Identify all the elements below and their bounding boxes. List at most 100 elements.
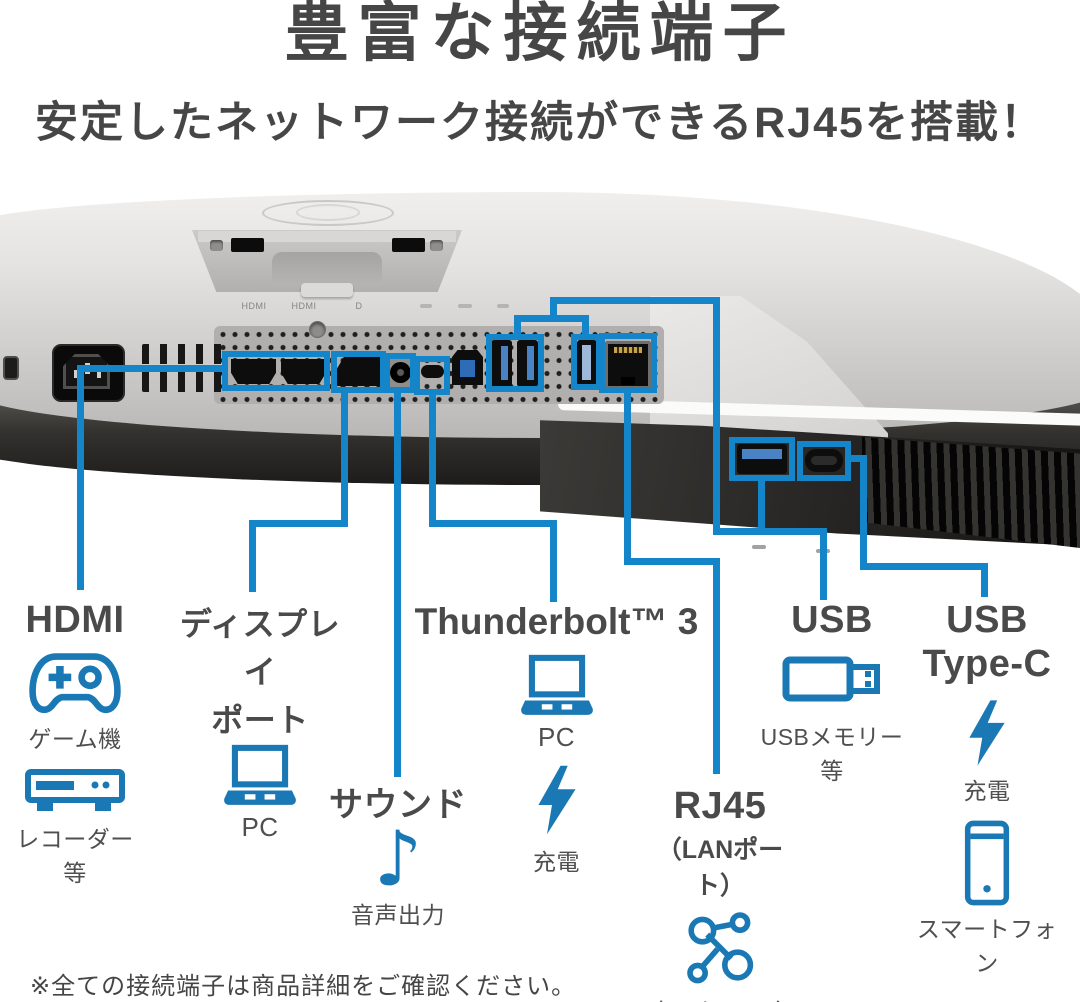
device-caption: スマートフォン [916,916,1058,977]
hdmi-callout-line [77,365,225,372]
lightning-icon [968,698,1006,768]
thunderbolt-callout-line [429,393,436,527]
usb-type-c-callout-line [981,563,988,597]
usb-callout-line [550,297,557,322]
displayport-callout-box [331,351,386,393]
port-marking-glyph [420,304,432,308]
laptop-icon [519,654,595,718]
usb-a-port-3 [577,340,597,386]
hdmi-port-2 [281,359,326,384]
recorder-icon [25,768,125,814]
usb-single-callout-box [571,334,602,390]
smartphone-icon [964,820,1010,906]
usb-b-port [452,350,483,385]
displayport-callout-line [249,520,256,592]
label-line-1: USB [946,599,1028,641]
screw-hole [309,321,326,338]
usb-callout-line [758,479,765,535]
mount-screw-right [430,240,443,251]
port-label-rj45: RJ45 [673,785,767,827]
thunderbolt-port [421,365,444,378]
rj45-port [605,341,651,389]
usb-a-port-2 [517,340,538,387]
rj45-callout-line [624,558,720,565]
port-marking-glyph [458,304,472,308]
displayport-callout-line [249,520,348,527]
usb-type-c-callout-line [860,455,867,570]
device-caption: レコーダー等 [16,826,134,887]
device-caption: USBメモリー等 [760,724,904,785]
device-caption: 充電 [963,778,1011,805]
audio-callout-box [384,353,416,393]
port-sublabel-rj45: （LANポート） [656,836,784,901]
strip-usb-c-port [805,449,843,472]
device-caption: 音声出力 [351,901,445,928]
port-label-sound: サウンド [329,786,467,824]
gamepad-icon [27,650,123,716]
port-label-hdmi: HDMI [25,599,125,641]
strip-usb-c-callout-box [797,441,851,481]
strip-usb-a-callout-box [729,437,795,481]
power-socket [52,344,125,402]
mount-slot-left [231,238,264,252]
callout-thunderbolt: Thunderbolt™ 3 PC 充電 [414,601,699,877]
usb-callout-line [550,297,720,304]
laptop-icon [222,744,298,808]
usb-callout-line [582,315,589,337]
callout-sound: サウンド ♪ 音声出力 [328,786,468,930]
audio-jack [390,362,411,383]
port-marking-glyph [752,545,766,549]
rj45-callout-line [713,558,720,774]
callout-rj45: RJ45 （LANポート） ネットワーク接続 [640,784,800,1002]
usb-callout-line [514,315,521,337]
stand-base-arc [262,200,394,226]
label-line-1: ディスプレイ [179,606,341,690]
rj45-callout-line [624,391,631,565]
rj45-callout-box [599,333,657,393]
hdmi-port-1 [231,359,276,384]
music-note-icon: ♪ [373,814,423,904]
lightning-icon [537,763,577,837]
usb-pair-callout-box [486,334,544,392]
hdmi-callout-line [77,365,84,590]
usb-memory-icon [782,652,882,706]
port-label-thunderbolt: Thunderbolt™ 3 [414,601,699,642]
label-line-2: ポート [211,702,309,738]
mount-slot-right [392,238,425,252]
usb-callout-line [713,528,827,535]
port-marking-glyph [497,304,509,308]
device-caption: ネットワーク接続 [640,992,800,1002]
device-caption: PC [241,812,279,842]
thunderbolt-callout-line [550,520,557,602]
usb-a-port-1 [491,340,512,387]
thunderbolt-callout-line [429,520,557,527]
device-caption: ゲーム機 [28,726,122,753]
port-label-usb: USB [791,599,873,641]
usb-callout-line [713,297,720,535]
device-caption: 充電 [533,848,580,875]
footnote: ※全ての接続端子は商品詳細をご確認ください。 [30,973,577,1000]
callout-hdmi: HDMI ゲーム機 レコーダー等 [5,598,145,888]
displayport-callout-line [341,391,348,527]
kensington-lock-slot [3,356,19,380]
displayport-port [337,357,380,386]
page-title: 豊富な接続端子 [284,0,796,69]
callout-usb: USB USBメモリー等 [752,598,912,786]
strip-usb-a-port [737,444,787,474]
stand-base-arc-inner [296,204,360,221]
callout-displayport: ディスプレイポート PC [165,600,355,843]
port-marking-hdmi1: HDMI [241,301,267,311]
usb-type-c-callout-line [845,455,867,462]
hdmi-callout-box [222,351,330,391]
port-marking-hdmi2: HDMI [291,301,317,311]
port-label-displayport: ディスプレイポート [165,600,355,744]
label-line-2: Type-C [922,643,1052,686]
sound-callout-line [394,391,401,777]
device-caption: PC [537,721,576,752]
mount-release-tab [301,283,353,297]
stand-mount-highlight [198,231,456,242]
usb-callout-line [820,528,827,600]
port-marking-dp: D [355,301,363,311]
